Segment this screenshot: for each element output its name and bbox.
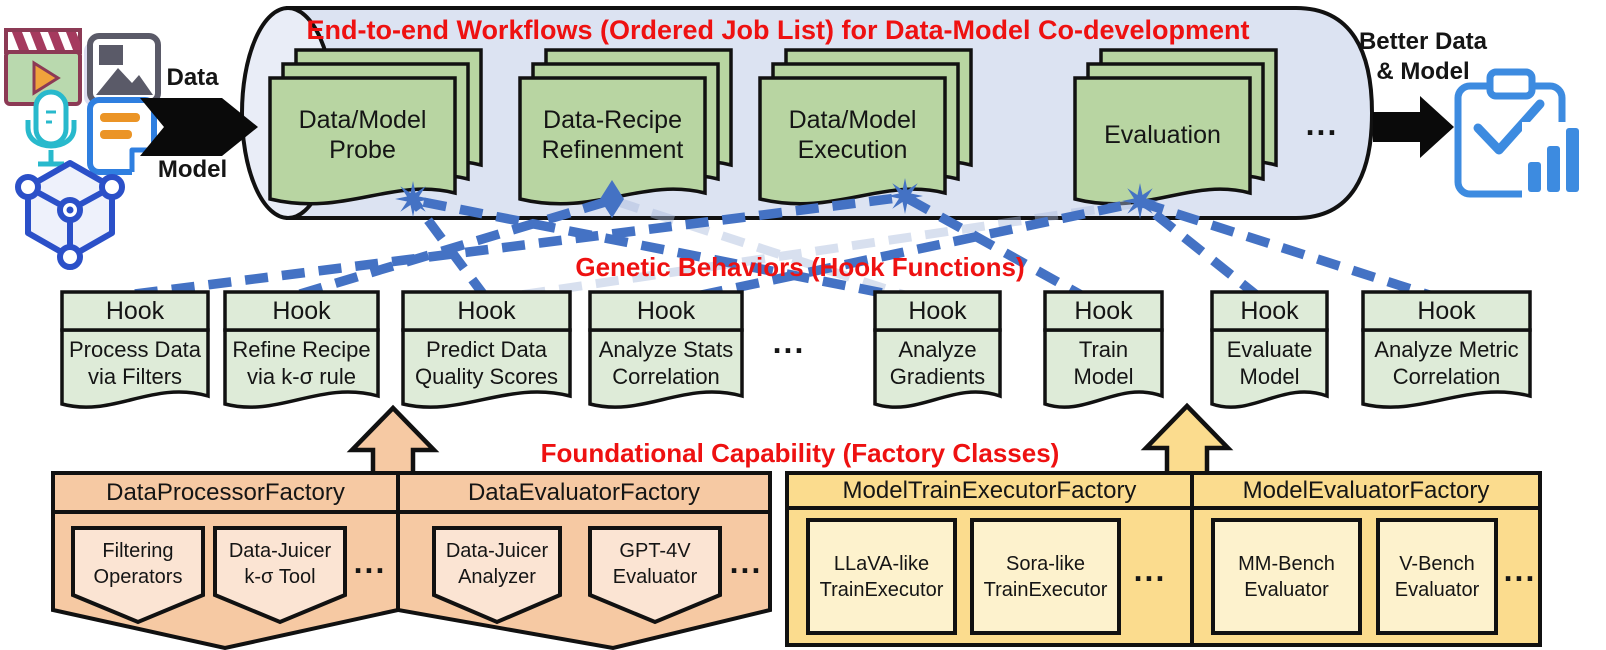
image-icon (84, 33, 161, 106)
output-label: Better Data & Model (1358, 28, 1488, 85)
factory-item-shape (1211, 518, 1362, 635)
connector-h1-execution (134, 192, 906, 299)
hook-box-5 (873, 290, 1002, 409)
hook-5-label: Analyze Gradients (889, 337, 986, 389)
3d-model-icon (15, 160, 125, 270)
foundational-capability-title: Foundational Capability (Factory Classes… (540, 437, 1060, 468)
hook-7-label: Evaluate Model (1226, 337, 1313, 389)
hook-box-8 (1361, 290, 1532, 409)
hook-2-label: Refine Recipe via k-σ rule (232, 337, 371, 389)
pipeline-title: End-to-end Workflows (Ordered Job List) … (306, 14, 1250, 45)
factory-arrow-data (346, 404, 440, 481)
hook-box-3 (401, 290, 572, 409)
hook-8-label: Analyze Metric Correlation (1374, 337, 1519, 389)
factory-item-shape (432, 526, 562, 625)
genetic-behaviors-title: Genetic Behaviors (Hook Functions) (575, 251, 1025, 282)
data-evaluator-ellipsis: ... (729, 543, 763, 580)
output-arrow (1373, 96, 1454, 158)
hook-connectors (134, 192, 1447, 308)
workflow-doc-evaluation: Evaluation (1104, 120, 1221, 149)
doc-stack-refinement (518, 48, 733, 206)
diamond-marker-refinement (600, 180, 624, 218)
factory-item-mmbench-evaluator: MM-Bench Evaluator (1238, 553, 1335, 601)
factory-item-shape (71, 526, 205, 625)
connector-h5-probe (412, 195, 919, 305)
workflow-doc-probe: Data/Model Probe (298, 105, 427, 165)
burst-marker-evaluation (1122, 183, 1158, 219)
factory-item-vbench-evaluator: V-Bench Evaluator (1394, 553, 1480, 601)
data-evaluator-factory-header: DataEvaluatorFactory (467, 479, 701, 506)
connector-markers (395, 178, 1158, 219)
connector-h8-evaluation (1138, 197, 1447, 305)
hook-4-title: Hook (636, 296, 696, 325)
model-input-label: Model (157, 156, 228, 183)
connector-h2-refinement (298, 195, 614, 299)
model-evaluator-factory-header: ModelEvaluatorFactory (1242, 477, 1490, 504)
hook-box-6 (1043, 290, 1164, 409)
input-arrow (140, 98, 258, 156)
microphone-icon (25, 89, 77, 167)
burst-marker-execution (887, 178, 923, 214)
doc-stack-probe (268, 48, 483, 206)
factory-item-sora-executor: Sora-like TrainExecutor (983, 553, 1108, 601)
data-input-label: Data (166, 64, 219, 91)
factory-item-dj-analyzer: Data-Juicer Analyzer (445, 540, 549, 588)
report-clipboard-icon (1454, 68, 1586, 198)
hook-2-title: Hook (272, 296, 331, 325)
factory-item-llava-executor: LLaVA-like TrainExecutor (819, 553, 944, 601)
factory-item-shape (970, 518, 1121, 635)
hook-4-label: Analyze Stats Correlation (598, 337, 734, 389)
factory-arrow-model (1140, 402, 1234, 480)
hook-box-2 (223, 290, 380, 409)
hook-8-title: Hook (1417, 296, 1476, 325)
workflow-doc-execution: Data/Model Execution (788, 105, 917, 165)
factory-item-shape (806, 518, 957, 635)
hook-3-title: Hook (457, 296, 516, 325)
data-factories (51, 471, 772, 650)
hook-boxes (60, 290, 1532, 409)
factory-item-filtering-operators: Filtering Operators (93, 540, 183, 588)
model-train-executor-factory-header: ModelTrainExecutorFactory (842, 477, 1137, 504)
model-factories (785, 471, 1542, 647)
hook-3-label: Predict Data Quality Scores (414, 337, 559, 389)
hook-6-title: Hook (1074, 296, 1133, 325)
workflow-doc-refinement: Data-Recipe Refinenment (541, 105, 684, 165)
burst-marker-probe (395, 181, 431, 217)
ghost-connectors (485, 195, 1141, 305)
data-processor-factory-header: DataProcessorFactory (106, 479, 345, 506)
doc-stack-execution (758, 48, 973, 206)
hook-7-title: Hook (1240, 296, 1299, 325)
doc-stack-evaluation (1073, 48, 1278, 206)
hook-1-label: Process Data via Filters (68, 337, 202, 389)
hook-box-1 (60, 290, 210, 409)
hook-box-4 (588, 290, 744, 409)
model-train-ellipsis: ... (1133, 551, 1167, 588)
data-processor-ellipsis: ... (353, 543, 387, 580)
connector-h7-evaluation (1137, 198, 1263, 302)
model-evaluator-ellipsis: ... (1503, 551, 1537, 588)
connector-h4-evaluation (663, 197, 1141, 308)
hooks-ellipsis: ... (772, 323, 806, 360)
factory-item-kσ-tool: Data-Juicer k-σ Tool (228, 540, 332, 588)
factory-item-shape (213, 526, 347, 625)
hook-box-7 (1210, 290, 1329, 409)
factory-item-shape (1376, 518, 1498, 635)
factory-item-shape (588, 526, 722, 625)
hook-6-label: Train Model (1073, 337, 1134, 389)
connector-h3-probe (409, 197, 490, 301)
text-document-icon (87, 97, 158, 176)
pipeline-ellipsis: ... (1305, 105, 1339, 142)
hook-1-title: Hook (105, 296, 165, 325)
factory-item-gpt4v-evaluator: GPT-4V Evaluator (612, 540, 698, 588)
hook-5-title: Hook (908, 296, 967, 325)
